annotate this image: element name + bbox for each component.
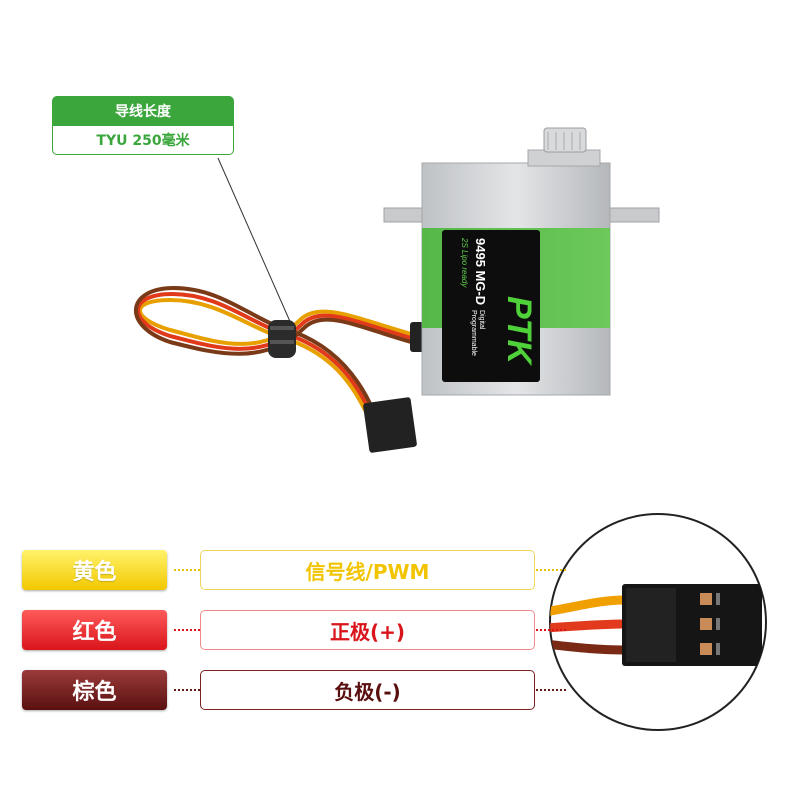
wire-length-callout: 导线长度 TYU 250毫米	[52, 96, 234, 158]
dotted-connector	[174, 689, 200, 691]
connector-zoom	[549, 513, 767, 731]
dotted-connector	[174, 569, 200, 571]
callout-leader-line	[217, 157, 293, 327]
dotted-connector	[536, 629, 566, 631]
wire-row-red: 红色 正极(+)	[22, 610, 566, 650]
dotted-connector	[536, 569, 566, 571]
dotted-connector	[536, 689, 566, 691]
connector-plug	[363, 397, 417, 453]
callout-value: TYU 250毫米	[52, 126, 234, 155]
wire-function: 信号线/PWM	[200, 550, 535, 590]
wire-row-brown: 棕色 负极(-)	[22, 670, 566, 710]
servo-label	[442, 230, 540, 382]
callout-title: 导线长度	[52, 96, 234, 126]
servo-logo: PTK	[500, 296, 538, 366]
wire-function: 负极(-)	[200, 670, 535, 710]
wire-color-chip: 棕色	[22, 670, 167, 710]
servo-line2: Programmable	[470, 310, 477, 356]
wire-function: 正极(+)	[200, 610, 535, 650]
wire-color-chip: 黄色	[22, 550, 167, 590]
wire-row-yellow: 黄色 信号线/PWM	[22, 550, 566, 590]
servo-model-text: 9495 MG-D	[473, 238, 488, 305]
dotted-connector	[174, 629, 200, 631]
servo-subtitle-text: 2S Lipo ready	[460, 237, 469, 288]
cable-tie	[268, 320, 296, 358]
servo-line1: Digital	[478, 310, 485, 330]
servo-body: 9495 MG-D 2S Lipo ready PTK Digital Prog…	[383, 127, 660, 396]
servo-cable	[134, 285, 417, 412]
wire-color-chip: 红色	[22, 610, 167, 650]
